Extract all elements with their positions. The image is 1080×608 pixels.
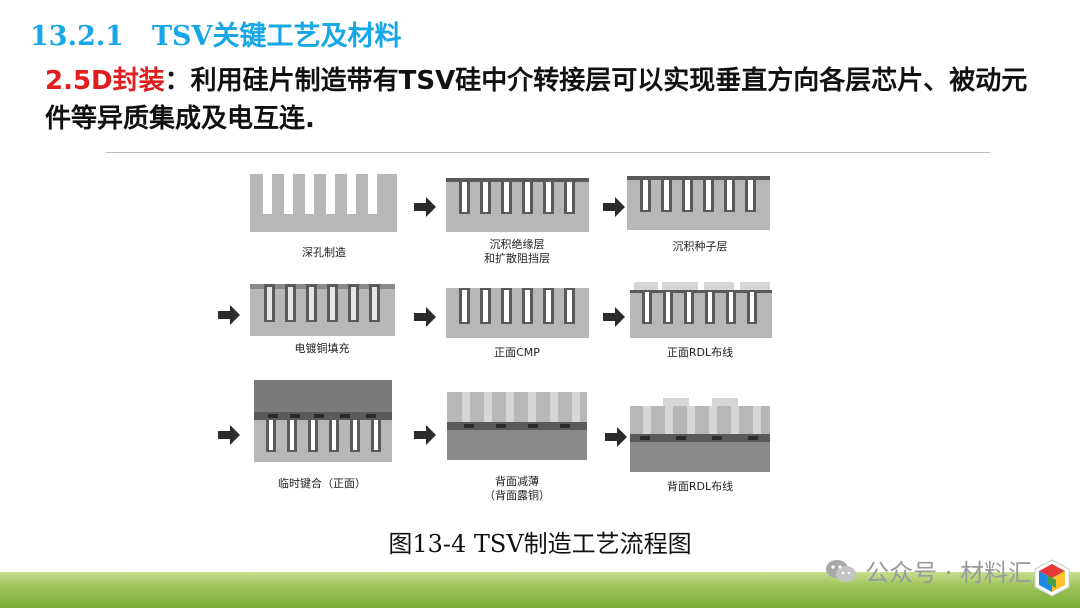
step-2-diagram bbox=[446, 178, 589, 232]
arrow-icon bbox=[603, 307, 625, 327]
step-9-diagram bbox=[630, 398, 770, 472]
slide-title: 13.2.1 TSV关键工艺及材料 bbox=[30, 14, 402, 53]
arrow-icon bbox=[218, 305, 240, 325]
step-label: 深孔制造 bbox=[302, 246, 346, 259]
step-6-diagram bbox=[630, 282, 772, 338]
arrow-icon bbox=[603, 197, 625, 217]
step-4-diagram bbox=[250, 284, 395, 336]
step-label: 背面RDL布线 bbox=[666, 480, 734, 493]
wechat-icon bbox=[825, 558, 857, 590]
step-label: 沉积种子层 bbox=[672, 240, 728, 253]
watermark-text: 公众号 · 材料汇 bbox=[865, 559, 1032, 587]
step-label: 正面RDL布线 bbox=[666, 346, 734, 359]
step-3-diagram bbox=[627, 176, 770, 230]
arrow-icon bbox=[218, 425, 240, 445]
arrow-icon bbox=[414, 197, 436, 217]
step-1-diagram bbox=[250, 174, 397, 232]
arrow-icon bbox=[414, 425, 436, 445]
divider bbox=[106, 152, 990, 153]
lead-text: ：利用硅片制造带有TSV硅中介转接层可以实现垂直方向各层芯片、被动元件等异质集成… bbox=[45, 66, 1028, 134]
step-label: 正面CMP bbox=[494, 346, 540, 359]
lead-paragraph: 2.5D封装：利用硅片制造带有TSV硅中介转接层可以实现垂直方向各层芯片、被动元… bbox=[45, 62, 1045, 138]
step-label: 背面减薄（背面露铜） bbox=[484, 475, 550, 502]
step-label: 沉积绝缘层和扩散阻挡层 bbox=[484, 238, 550, 265]
figure-caption: 图13-4 TSV制造工艺流程图 bbox=[388, 530, 692, 558]
logo-icon bbox=[1032, 558, 1072, 602]
section-number: 13.2.1 bbox=[30, 21, 124, 52]
step-8-diagram bbox=[447, 392, 587, 460]
watermark: 公众号 · 材料汇 bbox=[825, 553, 1032, 590]
step-5-diagram bbox=[446, 288, 589, 338]
step-7-diagram bbox=[254, 380, 392, 462]
arrow-icon bbox=[414, 307, 436, 327]
lead-tag: 2.5D封装 bbox=[45, 66, 165, 96]
footer-bar bbox=[0, 572, 1080, 608]
step-label: 临时键合（正面） bbox=[278, 477, 366, 490]
arrow-icon bbox=[605, 427, 627, 447]
step-label: 电镀铜填充 bbox=[294, 342, 350, 355]
section-title: TSV关键工艺及材料 bbox=[151, 21, 402, 52]
